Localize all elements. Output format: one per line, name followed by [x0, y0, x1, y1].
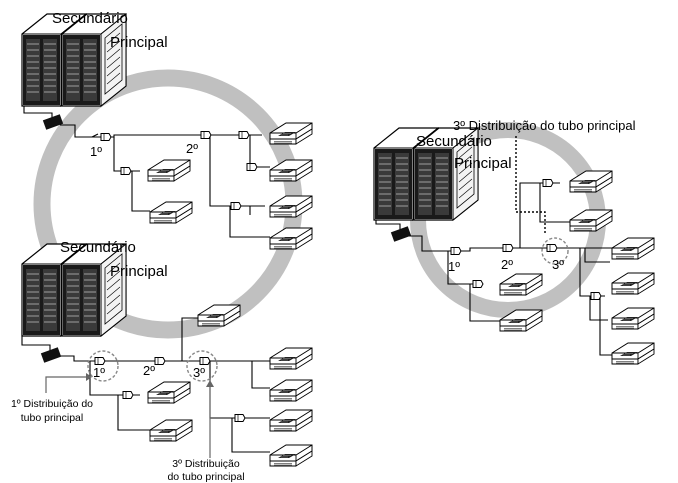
cassette-indoor-unit-icon	[269, 409, 313, 432]
cassette-indoor-unit-icon	[147, 381, 191, 404]
note-line: 3º Distribuição	[172, 458, 240, 470]
outdoor-unit-principal-icon	[61, 243, 127, 337]
third-distribution-dotted-leader	[515, 136, 546, 234]
branch-joint-icon	[122, 391, 134, 399]
first-distribution-marker	[87, 350, 119, 382]
first-distribution-note: 1º Distribuição do tubo principal	[4, 399, 100, 423]
cassette-indoor-unit-icon	[269, 195, 313, 218]
secondary-unit-label: Secundário	[60, 239, 136, 256]
principal-unit-label: Principal	[110, 263, 168, 280]
branch-2-label: 2º	[143, 363, 155, 378]
cassette-indoor-unit-icon	[269, 347, 313, 370]
cassette-indoor-unit-icon	[499, 273, 543, 296]
secondary-unit-label: Secundário	[52, 10, 128, 27]
main-pipe-connector-icon	[390, 226, 412, 242]
system-bottom-left	[21, 317, 270, 453]
branch-joint-icon	[230, 202, 242, 210]
branch-2-label: 2º	[501, 257, 513, 272]
branch-3-label: 3º	[193, 365, 205, 380]
note-line: tubo principal	[20, 411, 84, 424]
cassette-indoor-unit-icon	[611, 342, 655, 365]
branch-joint-icon	[154, 357, 166, 365]
branch-joint-icon	[542, 179, 554, 187]
first-pointer-arrow	[45, 376, 86, 393]
branch-joint-icon	[200, 131, 212, 139]
branch-joint-icon	[94, 357, 106, 365]
principal-unit-label: Principal	[454, 155, 512, 172]
outdoor-unit-principal-icon	[61, 13, 127, 107]
cassette-indoor-unit-icon	[269, 159, 313, 182]
cassette-indoor-unit-icon	[149, 419, 193, 442]
cassette-indoor-unit-icon	[269, 379, 313, 402]
branch-joint-icon	[100, 133, 112, 141]
third-distribution-marker	[541, 237, 569, 265]
note-line: do tubo principal	[167, 470, 245, 483]
branch-joint-icon	[246, 163, 258, 171]
cassette-indoor-unit-icon	[197, 304, 241, 327]
cassette-indoor-unit-icon	[147, 159, 191, 182]
branch-1-label: 1º	[93, 365, 105, 380]
secondary-unit-label: Secundário	[416, 133, 492, 150]
main-pipe-connector-icon	[42, 114, 64, 130]
branch-joint-icon	[546, 244, 558, 252]
branch-joint-icon	[590, 292, 602, 300]
branch-2-label: 2º	[186, 141, 198, 156]
branch-joint-icon	[472, 280, 484, 288]
branch-joint-icon	[502, 244, 514, 252]
branch-joint-icon	[199, 357, 211, 365]
cassette-indoor-unit-icon	[269, 227, 313, 250]
right-third-distribution-title: 3º Distribuição do tubo principal	[453, 118, 636, 133]
branch-1-label: 1º	[448, 259, 460, 274]
third-distribution-marker	[186, 350, 218, 382]
principal-unit-label: Principal	[110, 34, 168, 51]
cassette-indoor-unit-icon	[569, 209, 613, 232]
branch-joint-icon	[238, 131, 250, 139]
cassette-indoor-unit-icon	[611, 307, 655, 330]
main-pipe-connector-icon	[40, 347, 62, 363]
cassette-indoor-unit-icon	[149, 201, 193, 224]
branch-joint-icon	[234, 414, 246, 422]
branch-3-label: 3º	[552, 257, 564, 272]
cassette-indoor-unit-icon	[269, 444, 313, 467]
cassette-indoor-unit-icon	[611, 272, 655, 295]
note-line: 1º Distribuição do	[10, 398, 94, 410]
branch-1-label: 1º	[90, 144, 102, 159]
branch-joint-icon	[450, 247, 462, 255]
third-distribution-note: 3º Distribuição do tubo principal	[160, 459, 252, 482]
branch-joint-icon	[120, 167, 132, 175]
cassette-indoor-unit-icon	[611, 237, 655, 260]
